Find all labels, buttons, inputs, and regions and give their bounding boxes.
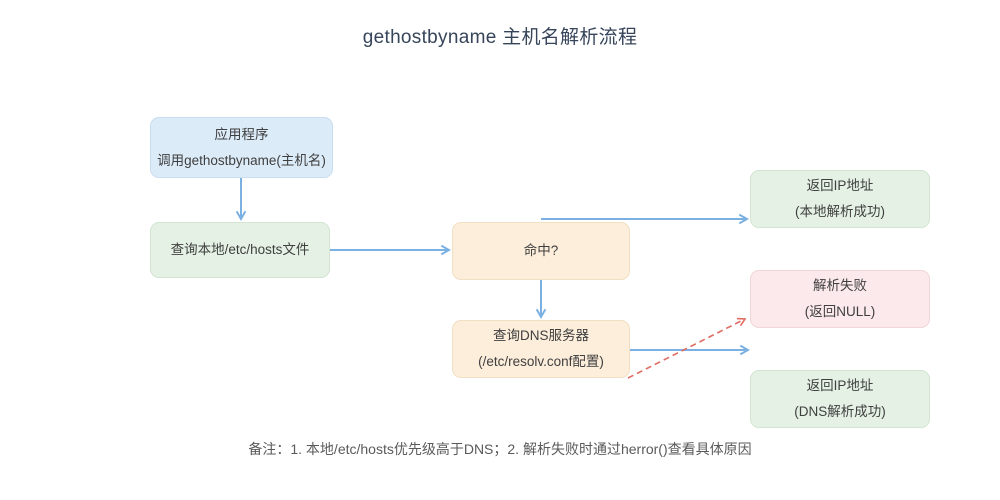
node-query-hosts-file: 查询本地/etc/hosts文件: [150, 222, 330, 278]
arrow-dns-to-fail-dashed: [627, 317, 747, 379]
node-application-line2: 调用gethostbyname(主机名): [157, 152, 326, 168]
node-resolution-failure-line1: 解析失败: [813, 278, 867, 293]
node-return-ip-dns-success-line1: 返回IP地址: [806, 378, 874, 393]
node-return-ip-local-success-line2: (本地解析成功): [795, 204, 885, 219]
node-resolution-failure-line2: (返回NULL): [804, 304, 876, 319]
node-query-dns-server: 查询DNS服务器 (/etc/resolv.conf配置): [452, 320, 630, 378]
node-resolution-failure: 解析失败 (返回NULL): [750, 270, 930, 328]
node-application: 应用程序 调用gethostbyname(主机名): [150, 117, 333, 178]
node-query-dns-server-line1: 查询DNS服务器: [492, 328, 589, 343]
node-return-ip-local-success: 返回IP地址 (本地解析成功): [750, 170, 930, 228]
node-return-ip-local-success-line1: 返回IP地址: [806, 178, 874, 193]
footnote: 备注：1. 本地/etc/hosts优先级高于DNS；2. 解析失败时通过her…: [248, 441, 752, 457]
node-hit-decision-line1: 命中?: [523, 243, 559, 258]
node-return-ip-dns-success-line2: (DNS解析成功): [794, 404, 886, 419]
node-return-ip-dns-success: 返回IP地址 (DNS解析成功): [750, 370, 930, 428]
node-query-hosts-file-line1: 查询本地/etc/hosts文件: [170, 242, 310, 257]
node-query-dns-server-line2: (/etc/resolv.conf配置): [478, 354, 604, 369]
node-hit-decision: 命中?: [452, 222, 630, 280]
diagram-title: gethostbyname 主机名解析流程: [362, 27, 638, 48]
node-application-line1: 应用程序: [214, 126, 269, 142]
